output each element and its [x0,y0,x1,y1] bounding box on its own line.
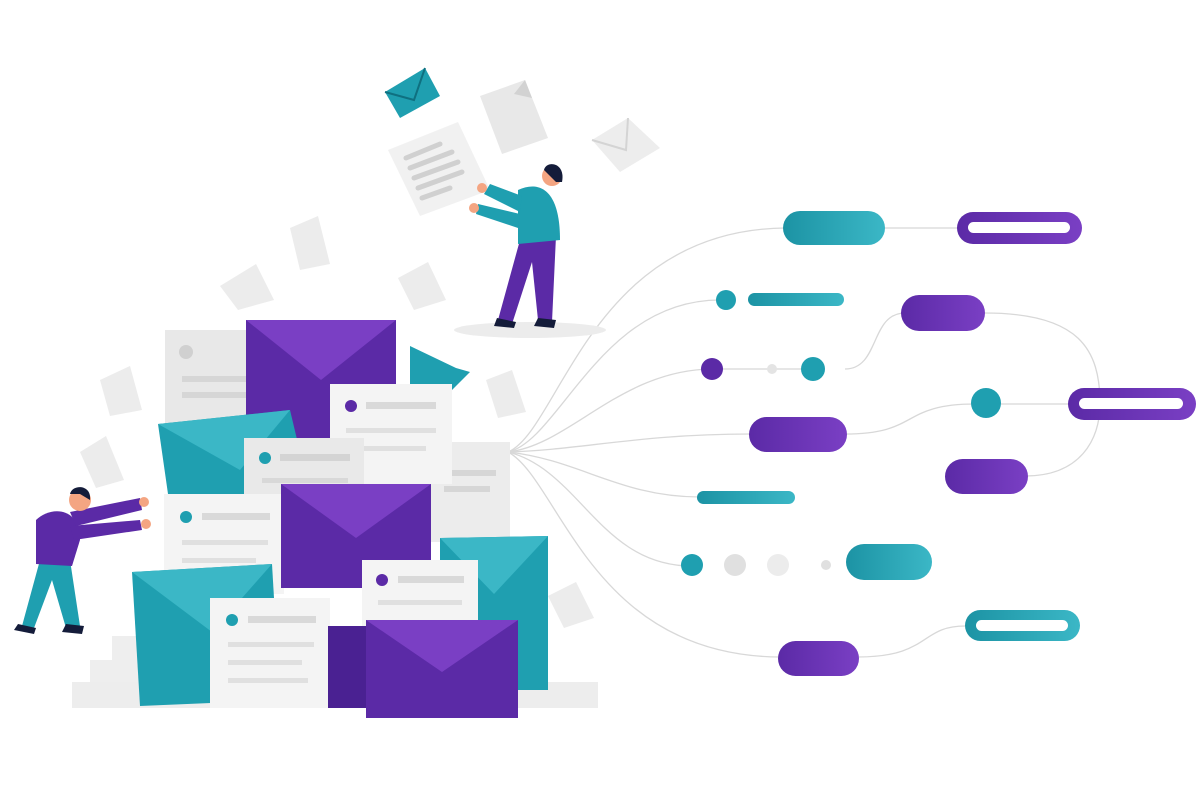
pipeline-node [749,417,847,452]
document-icon [548,582,594,628]
pipeline-node [783,211,885,245]
pipeline-nodes [681,211,1196,676]
pipeline-node [968,222,1070,233]
pipeline-node [767,364,777,374]
document-icon [80,436,124,488]
pipeline-node [945,459,1028,494]
document-icon [210,598,330,708]
document-icon [100,366,142,416]
document-icon [220,264,274,310]
pipeline-node [681,554,703,576]
pipeline-node [701,358,723,380]
document-icon [362,560,478,626]
connector-line [507,368,713,453]
document-icon [398,262,446,310]
document-icon [290,216,330,270]
connector-line [984,312,1101,405]
document-icon [486,370,526,418]
connector-line [857,625,966,658]
flying-items [384,67,660,216]
pipeline-node [801,357,825,381]
pipeline-node [767,554,789,576]
connector-line [507,451,701,498]
pipeline-node [846,544,932,580]
envelope-icon [328,626,372,708]
connector-line [844,403,976,435]
connector-line [507,451,693,567]
envelope-icon [281,484,431,588]
pipeline-node [697,491,795,504]
document-icon [388,122,490,216]
pipeline-node [976,620,1068,631]
envelope-icon [366,620,518,718]
envelope-icon [384,67,440,118]
document-icon [480,80,548,154]
envelope-icon [591,117,660,172]
connector-line [507,451,781,658]
pipeline-node [901,295,985,331]
pipeline-node [821,560,831,570]
person-figure [454,164,606,338]
pipeline-node [716,290,736,310]
pipeline-node [724,554,746,576]
pipeline-node [1079,398,1183,409]
connector-line [844,312,906,370]
floor-shadow [454,322,606,338]
flying-papers [80,216,594,628]
connector-line [507,433,751,453]
connector-line [507,299,721,453]
person-figure [14,487,151,634]
pipeline-node [971,388,1001,418]
document-pile [72,320,598,718]
pipeline-node [778,641,859,676]
pipeline-node [748,293,844,306]
